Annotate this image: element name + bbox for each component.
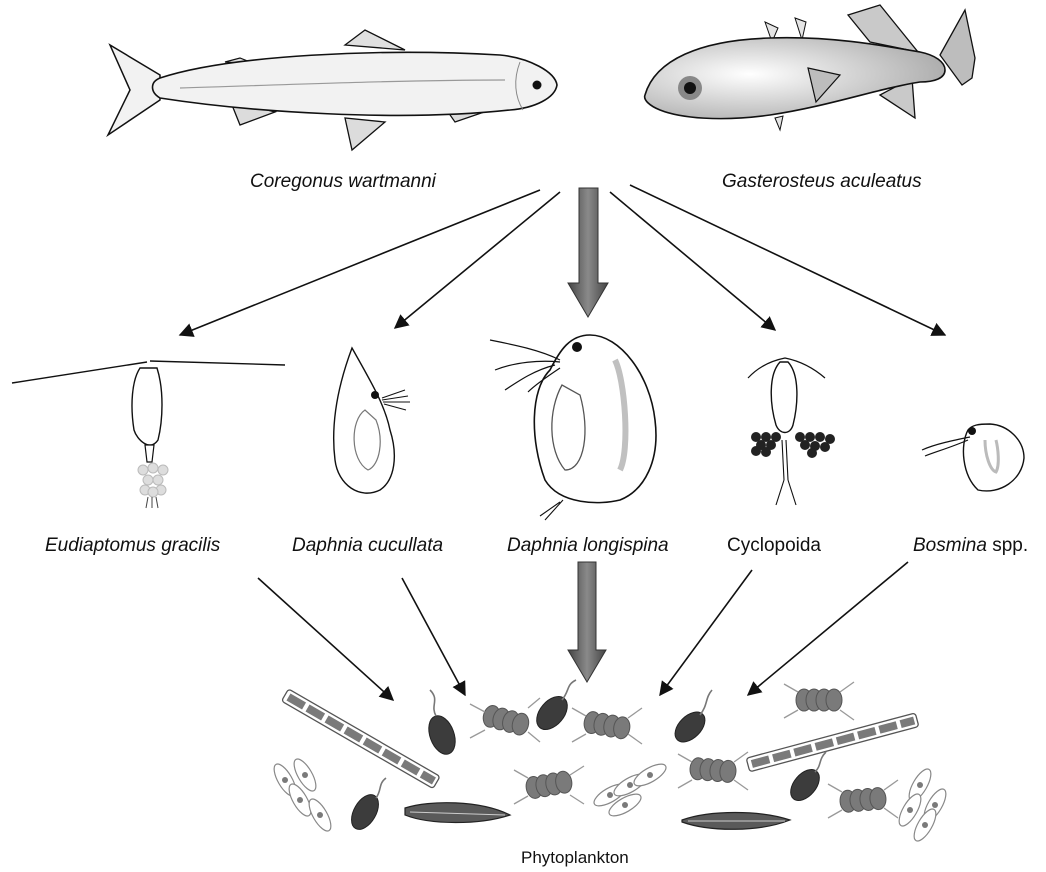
label-cyclopoida: Cyclopoida bbox=[727, 535, 821, 557]
gasterosteus-genus: Gasterosteus bbox=[722, 171, 835, 192]
arrow-eudiaptomus-to-phyto bbox=[258, 578, 393, 700]
gasterosteus-species: aculeatus bbox=[840, 171, 921, 192]
predation-arrows bbox=[180, 185, 945, 335]
longispina-species: longispina bbox=[583, 535, 669, 556]
phytoplankton-illustration bbox=[270, 680, 950, 844]
eudiaptomus-species: gracilis bbox=[161, 535, 220, 556]
bosmina-suffix: spp. bbox=[992, 535, 1028, 556]
label-bosmina: Bosmina spp. bbox=[913, 535, 1028, 557]
cucullata-species: cucullata bbox=[368, 535, 443, 556]
phytoplankton-name: Phytoplankton bbox=[521, 848, 629, 867]
longispina-genus: Daphnia bbox=[507, 535, 578, 556]
arrow-to-cucullata bbox=[395, 192, 560, 328]
cyclopoida-name: Cyclopoida bbox=[727, 535, 821, 556]
main-predation-arrow bbox=[568, 188, 608, 317]
bosmina-illustration bbox=[922, 424, 1024, 491]
arrow-cyclopoida-to-phyto bbox=[660, 570, 752, 695]
bosmina-genus: Bosmina bbox=[913, 535, 987, 556]
arrow-to-eudiaptomus bbox=[180, 190, 540, 335]
cucullata-illustration bbox=[334, 348, 410, 493]
arrow-cucullata-to-phyto bbox=[402, 578, 465, 695]
cucullata-genus: Daphnia bbox=[292, 535, 363, 556]
label-daphnia-longispina: Daphnia longispina bbox=[507, 535, 669, 557]
eudiaptomus-genus: Eudiaptomus bbox=[45, 535, 156, 556]
stickleback-illustration bbox=[645, 5, 975, 130]
coregonus-genus: Coregonus bbox=[250, 171, 343, 192]
label-coregonus-wartmanni: Coregonus wartmanni bbox=[250, 171, 436, 193]
eudiaptomus-illustration bbox=[12, 361, 285, 508]
label-eudiaptomus-gracilis: Eudiaptomus gracilis bbox=[45, 535, 220, 557]
label-daphnia-cucullata: Daphnia cucullata bbox=[292, 535, 443, 557]
label-gasterosteus-aculeatus: Gasterosteus aculeatus bbox=[722, 171, 922, 193]
arrow-bosmina-to-phyto bbox=[748, 562, 908, 695]
longispina-illustration bbox=[490, 335, 656, 520]
coregonus-species: wartmanni bbox=[348, 171, 436, 192]
arrow-to-cyclopoida bbox=[610, 192, 775, 330]
whitefish-illustration bbox=[108, 30, 557, 150]
main-grazing-arrow bbox=[568, 562, 606, 682]
label-phytoplankton: Phytoplankton bbox=[521, 848, 629, 868]
cyclopoida-illustration bbox=[748, 358, 835, 505]
arrow-to-bosmina bbox=[630, 185, 945, 335]
